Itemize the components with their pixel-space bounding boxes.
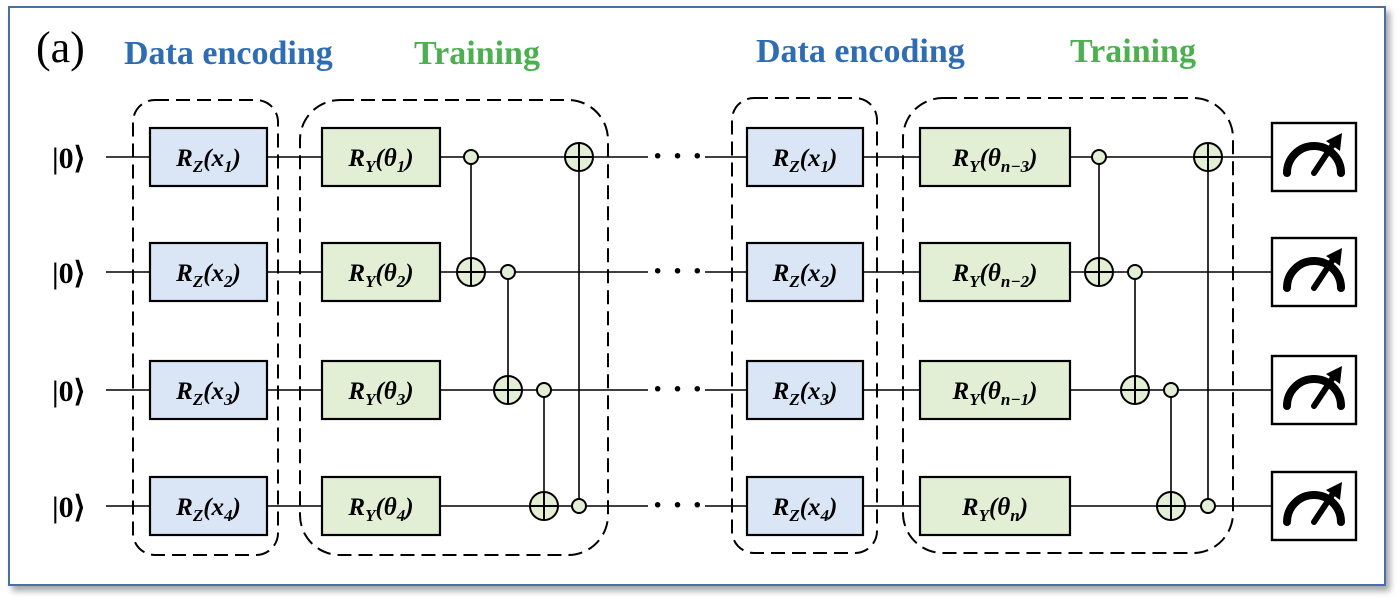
cnot-target bbox=[1156, 491, 1186, 521]
svg-text:RY(θ4): RY(θ4) bbox=[347, 494, 413, 525]
svg-text:RZ(x2): RZ(x2) bbox=[772, 260, 838, 291]
svg-text:RY(θ3): RY(θ3) bbox=[347, 378, 413, 409]
gates: RZ(x1) RY(θ1) RZ(x1) RY(θn−3) RZ(x2) RY(θ2) RZ… bbox=[148, 126, 1072, 537]
panel-label: (a) bbox=[36, 23, 85, 72]
section-label-encoding-2: Data encoding bbox=[756, 33, 965, 70]
ellipsis: · · · bbox=[652, 371, 703, 408]
group-box-encoding-1 bbox=[132, 99, 279, 556]
svg-text:RZ(x3): RZ(x3) bbox=[772, 378, 838, 409]
cnot-control bbox=[1163, 382, 1179, 398]
svg-text:RY(θn−3): RY(θn−3) bbox=[952, 145, 1038, 176]
meter-icon bbox=[1270, 121, 1358, 193]
cnot-connectors bbox=[470, 157, 1209, 506]
svg-text:RY(θ2): RY(θ2) bbox=[347, 260, 413, 291]
ry-gate: RY(θ4) bbox=[320, 475, 442, 537]
group-box-training-2 bbox=[902, 97, 1234, 554]
svg-text:RZ(x3): RZ(x3) bbox=[175, 378, 241, 409]
svg-text:RY(θn−2): RY(θn−2) bbox=[952, 260, 1038, 291]
cnot-control bbox=[500, 264, 516, 280]
svg-text:RZ(x1): RZ(x1) bbox=[175, 145, 241, 176]
ry-gate: RY(θn) bbox=[918, 475, 1072, 537]
rz-gate: RZ(x1) bbox=[148, 126, 269, 188]
svg-text:RZ(x1): RZ(x1) bbox=[772, 145, 838, 176]
cnot-control bbox=[1091, 149, 1107, 165]
meter-icon bbox=[1270, 470, 1358, 542]
cnot-gates bbox=[456, 142, 1223, 521]
ry-gate: RY(θn−2) bbox=[918, 241, 1072, 303]
ellipsis: · · · bbox=[652, 138, 703, 175]
section-label-training-1: Training bbox=[414, 35, 540, 72]
cnot-target bbox=[529, 491, 559, 521]
ry-gate: RY(θn−3) bbox=[918, 126, 1072, 188]
group-box-training-1 bbox=[299, 99, 609, 556]
ry-gate: RY(θ3) bbox=[320, 359, 442, 421]
ry-gate: RY(θn−1) bbox=[918, 359, 1072, 421]
wires bbox=[106, 156, 1272, 507]
rz-gate: RZ(x4) bbox=[745, 475, 865, 537]
cnot-control bbox=[1200, 498, 1216, 514]
rz-gate: RZ(x3) bbox=[148, 359, 269, 421]
meter-icon bbox=[1270, 236, 1358, 308]
rz-gate: RZ(x1) bbox=[745, 126, 865, 188]
section-label-encoding-1: Data encoding bbox=[124, 35, 333, 72]
cnot-target bbox=[493, 375, 523, 405]
ry-gate: RY(θ1) bbox=[320, 126, 442, 188]
cnot-control bbox=[536, 382, 552, 398]
ellipsis: · · · bbox=[652, 487, 703, 524]
qubit-label: |0⟩ bbox=[52, 375, 85, 408]
ellipsis: · · · bbox=[652, 253, 703, 290]
section-label-training-2: Training bbox=[1070, 33, 1196, 70]
cnot-target bbox=[1084, 257, 1114, 287]
svg-text:RZ(x4): RZ(x4) bbox=[772, 494, 838, 525]
cnot-target bbox=[1120, 375, 1150, 405]
cnot-control bbox=[463, 149, 479, 165]
svg-text:RZ(x4): RZ(x4) bbox=[175, 494, 241, 525]
rz-gate: RZ(x2) bbox=[745, 241, 865, 303]
svg-text:RY(θ1): RY(θ1) bbox=[347, 145, 413, 176]
cnot-target bbox=[456, 257, 486, 287]
qubit-label: |0⟩ bbox=[52, 257, 85, 290]
meter-icon bbox=[1270, 354, 1358, 426]
rz-gate: RZ(x4) bbox=[148, 475, 269, 537]
rz-gate: RZ(x2) bbox=[148, 241, 269, 303]
rz-gate: RZ(x3) bbox=[745, 359, 865, 421]
group-box-encoding-2 bbox=[731, 97, 878, 554]
qubit-labels: |0⟩ · · · |0⟩ · · · |0⟩ · · · |0⟩ · · · bbox=[52, 138, 703, 524]
svg-text:RY(θn−1): RY(θn−1) bbox=[952, 378, 1038, 409]
cnot-target bbox=[564, 142, 594, 172]
ry-gate: RY(θ2) bbox=[320, 241, 442, 303]
cnot-control bbox=[571, 498, 587, 514]
measurements bbox=[1270, 121, 1358, 542]
qubit-label: |0⟩ bbox=[52, 491, 85, 524]
cnot-target bbox=[1193, 142, 1223, 172]
cnot-control bbox=[1127, 264, 1143, 280]
svg-text:RY(θn): RY(θn) bbox=[961, 494, 1028, 525]
qubit-label: |0⟩ bbox=[52, 142, 85, 175]
svg-text:RZ(x2): RZ(x2) bbox=[175, 260, 241, 291]
